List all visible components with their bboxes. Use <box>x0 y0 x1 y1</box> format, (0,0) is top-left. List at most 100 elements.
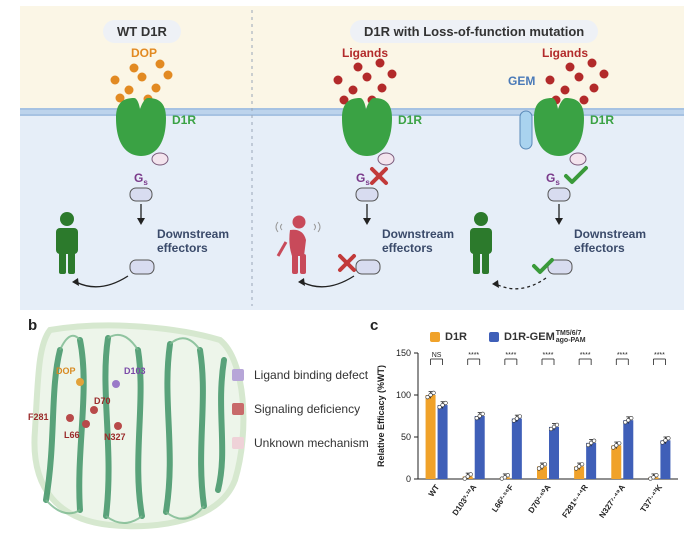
legend-d1r: D1R <box>430 330 467 344</box>
datapoint-0-6-2 <box>654 473 659 478</box>
ligand-molecules-2 <box>545 58 609 105</box>
y-tick-label-3: 150 <box>396 348 411 358</box>
legend-swatch-unknown <box>232 437 244 449</box>
ligands-label-2: Ligands <box>542 46 588 60</box>
sig-label-1: **** <box>468 352 479 359</box>
gs-label-wt: Gs <box>134 171 148 187</box>
datapoint-0-0-2 <box>431 390 436 396</box>
effector-mut <box>355 259 381 275</box>
datapoint-0-6-1 <box>651 475 656 480</box>
datapoint-1-2-0 <box>511 418 516 423</box>
datapoint-1-1-1 <box>477 413 482 419</box>
y-tick-label-1: 50 <box>401 432 411 442</box>
legend-swatch-signaling <box>232 403 244 415</box>
sig-label-2: **** <box>505 352 516 359</box>
gs-alpha-gem <box>569 152 587 166</box>
recovered-person-icon <box>470 212 492 274</box>
x-tick-label-6: T37¹·⁴³K <box>639 483 665 514</box>
residue-d103: D103 <box>124 366 146 376</box>
bar-1-0 <box>437 405 448 479</box>
check-icon-gs <box>564 166 588 184</box>
legend-unknown: Unknown mechanism <box>232 436 369 450</box>
datapoint-0-5-1 <box>614 443 619 448</box>
gs-label-mut: Gs <box>356 171 370 187</box>
legend-label-d1r: D1R <box>445 331 468 343</box>
residue-f281: F281 <box>28 412 49 422</box>
datapoint-1-6-0 <box>660 440 665 445</box>
datapoint-0-4-1 <box>577 464 582 469</box>
gs-protein-wt <box>129 187 153 202</box>
ligands-label-1: Ligands <box>342 46 388 60</box>
datapoint-1-4-0 <box>586 442 591 448</box>
effector-wt <box>129 259 155 275</box>
gs-alpha-wt <box>151 152 169 166</box>
x-tick-label-2: L66²·⁵⁶F <box>490 483 515 514</box>
bar-0-0 <box>425 395 436 479</box>
cross-icon-gs <box>370 167 388 185</box>
datapoint-0-0-0 <box>425 394 430 400</box>
gs-alpha-mut <box>377 152 395 166</box>
datapoint-1-1-0 <box>474 415 479 421</box>
datapoint-1-0-0 <box>437 405 442 410</box>
x-tick-label-3: D70²·⁶⁰A <box>527 483 553 515</box>
datapoint-0-3-2 <box>542 462 548 467</box>
y-axis-label: Relative Efficacy (%WT) <box>376 365 386 467</box>
structure-illustration: DOP D103 D70 F281 L66 N327 <box>28 322 247 530</box>
sig-label-3: **** <box>543 352 554 359</box>
bar-1-5 <box>623 420 634 479</box>
datapoint-1-4-1 <box>589 440 594 445</box>
healthy-person-icon <box>56 212 78 274</box>
sick-person-icon <box>276 215 306 274</box>
datapoint-1-5-1 <box>626 418 631 423</box>
mechanism-legend: Ligand binding defect Signaling deficien… <box>232 368 369 450</box>
x-tick-label-0: WT <box>427 483 442 498</box>
datapoint-1-6-2 <box>666 436 671 441</box>
datapoint-0-2-2 <box>505 473 510 478</box>
sig-label-4: **** <box>580 352 591 359</box>
gem-molecule <box>519 110 533 150</box>
residue-n327: N327 <box>104 432 126 442</box>
d1r-label-gem: D1R <box>590 113 614 127</box>
residue-dop: DOP <box>56 366 76 376</box>
datapoint-1-1-2 <box>480 411 485 416</box>
d1r-label-mut: D1R <box>398 113 422 127</box>
residue-l66: L66 <box>64 430 80 440</box>
d1r-label-wt: D1R <box>172 113 196 127</box>
d1r-receptor-gem <box>534 98 584 156</box>
residue-markers <box>66 378 122 430</box>
datapoint-0-1-1 <box>465 474 470 479</box>
residue-d70: D70 <box>94 396 111 406</box>
cross-icon-effector <box>338 254 356 272</box>
legend-ligand-binding: Ligand binding defect <box>232 368 369 382</box>
datapoint-0-3-0 <box>536 466 542 471</box>
legend-label-unknown: Unknown mechanism <box>254 436 369 450</box>
legend-swatch-gem <box>489 332 500 342</box>
datapoint-0-4-0 <box>574 466 579 471</box>
dop-label: DOP <box>131 46 157 60</box>
datapoint-1-5-2 <box>629 415 634 421</box>
sig-label-5: **** <box>617 352 628 359</box>
legend-label-gem-sup: TM5/6/7 <box>555 330 582 337</box>
bar-0-4 <box>574 466 585 479</box>
datapoint-1-4-2 <box>592 438 597 443</box>
d1r-receptor-mut <box>342 98 392 156</box>
legend-swatch-ligand-binding <box>232 369 244 381</box>
datapoint-0-3-1 <box>539 464 545 469</box>
bar-1-1 <box>474 416 485 479</box>
bar-1-3 <box>549 426 559 479</box>
x-tick-label-1: D103³·³²A <box>451 483 479 517</box>
gs-protein-gem <box>547 187 571 202</box>
datapoint-1-0-2 <box>443 400 448 406</box>
bar-0-5 <box>611 445 622 479</box>
panel-b-label: b <box>28 317 38 334</box>
legend-label-signaling: Signaling deficiency <box>254 402 361 416</box>
sig-label-6: **** <box>654 352 665 359</box>
datapoint-1-2-2 <box>517 414 522 419</box>
legend-label-gem-text: D1R-GEM <box>504 330 555 343</box>
dop-molecules <box>110 59 173 104</box>
